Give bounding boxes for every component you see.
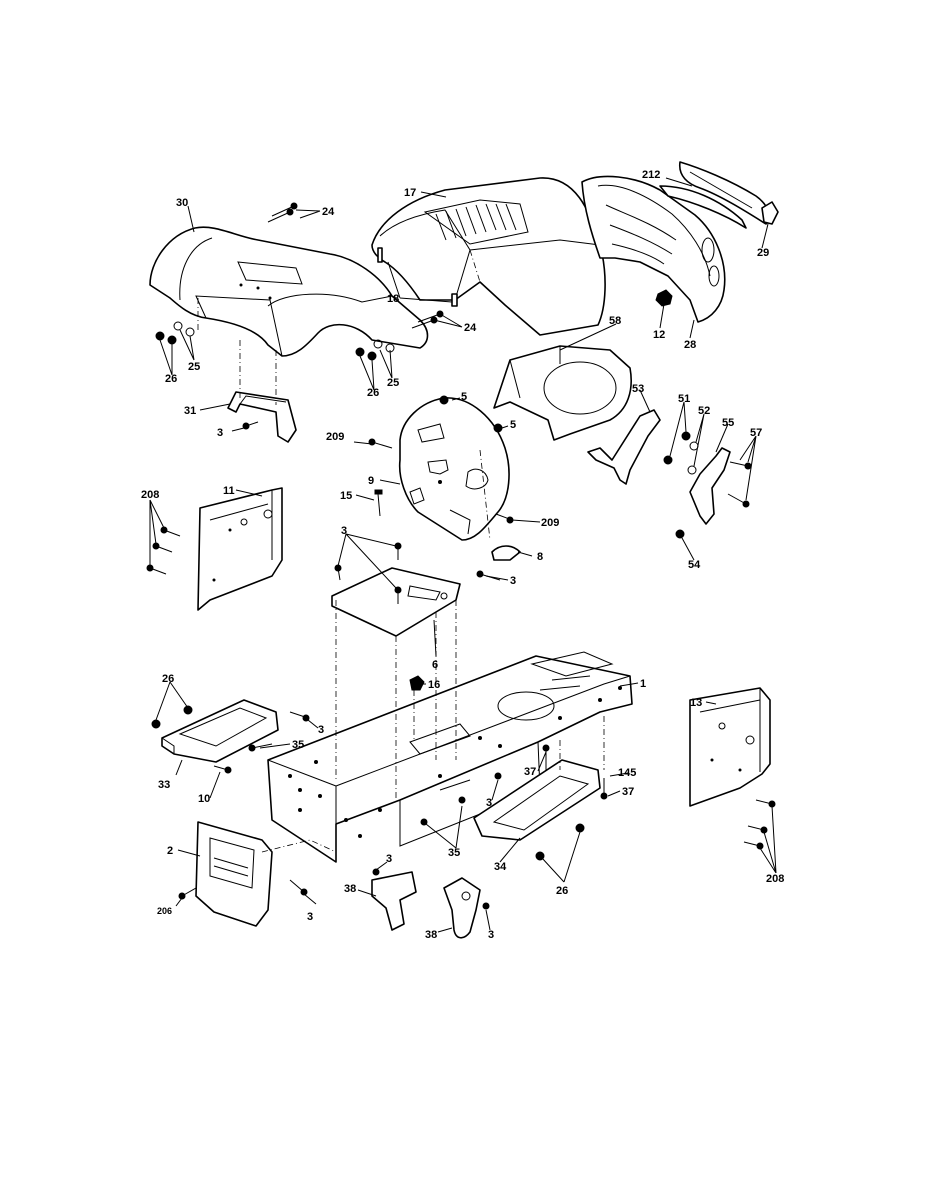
- label-34: 34: [494, 861, 507, 873]
- label-209-left: 209: [326, 431, 344, 443]
- label-51: 51: [678, 393, 690, 405]
- label-26-footrest-left: 26: [162, 673, 174, 685]
- bracket-31-part: [227, 391, 297, 443]
- label-10: 10: [198, 793, 210, 805]
- label-3-panel: 3: [307, 911, 313, 923]
- label-3-bracket-right: 3: [488, 929, 494, 941]
- label-30: 30: [176, 197, 188, 209]
- side-panel-13-part: [689, 687, 771, 807]
- label-18: 18: [387, 293, 399, 305]
- front-panel-part: [195, 821, 273, 927]
- label-35-left: 35: [292, 739, 304, 751]
- label-6: 6: [432, 659, 438, 671]
- label-209-right: 209: [541, 517, 559, 529]
- part-labels: 1 2 3 5 5 6 8 9 10 11 12 13 15 16 17 18 …: [141, 169, 784, 941]
- label-29: 29: [757, 247, 769, 259]
- label-37-right: 37: [622, 786, 634, 798]
- center-lines: [197, 298, 605, 853]
- label-3-bracket-left: 3: [386, 853, 392, 865]
- label-3-mid: 3: [486, 797, 492, 809]
- label-3-clamp: 3: [510, 575, 516, 587]
- label-3-31: 3: [217, 427, 223, 439]
- heat-shield-part: [493, 345, 632, 441]
- label-26-right: 26: [367, 387, 379, 399]
- label-16: 16: [428, 679, 440, 691]
- leader-lines: [149, 177, 777, 933]
- fender-part: [149, 226, 429, 357]
- label-37-left: 37: [524, 766, 536, 778]
- label-208-right: 208: [766, 873, 784, 885]
- label-31: 31: [184, 405, 196, 417]
- label-206: 206: [157, 906, 172, 916]
- label-24-top: 24: [322, 206, 335, 218]
- label-38-right: 38: [425, 929, 437, 941]
- bracket-53-part: [587, 409, 661, 485]
- label-208-left: 208: [141, 489, 159, 501]
- label-28: 28: [684, 339, 696, 351]
- label-17: 17: [404, 187, 416, 199]
- label-54: 54: [688, 559, 701, 571]
- label-3-footrest: 3: [318, 724, 324, 736]
- label-35-bottom: 35: [448, 847, 460, 859]
- label-25-right: 25: [387, 377, 399, 389]
- side-panel-11-part: [197, 487, 283, 611]
- label-212: 212: [642, 169, 660, 181]
- label-25-left: 25: [188, 361, 200, 373]
- footrest-33-part: [161, 699, 279, 763]
- dash-panel-part: [398, 397, 510, 541]
- label-52: 52: [698, 405, 710, 417]
- label-58: 58: [609, 315, 621, 327]
- label-9: 9: [368, 475, 374, 487]
- bracket-55-part: [689, 447, 731, 525]
- frame-part: [267, 651, 633, 863]
- label-8: 8: [537, 551, 543, 563]
- grille-part: [581, 161, 770, 323]
- label-26-left: 26: [165, 373, 177, 385]
- label-2: 2: [167, 845, 173, 857]
- label-26-footrest-right: 26: [556, 885, 568, 897]
- label-13: 13: [690, 697, 702, 709]
- label-5-top: 5: [461, 391, 467, 403]
- label-1: 1: [640, 678, 646, 690]
- footrest-34-part: [473, 759, 601, 841]
- bracket-38-left-part: [371, 871, 417, 931]
- hood-part: [371, 177, 606, 336]
- label-11: 11: [223, 485, 235, 497]
- label-53: 53: [632, 383, 644, 395]
- plate-part: [331, 567, 461, 637]
- label-57: 57: [750, 427, 762, 439]
- bracket-38-right-part: [443, 877, 481, 939]
- label-33: 33: [158, 779, 170, 791]
- label-145: 145: [618, 767, 636, 779]
- label-38-left: 38: [344, 883, 356, 895]
- label-24-right: 24: [464, 322, 477, 334]
- label-15: 15: [340, 490, 352, 502]
- label-3-plate: 3: [341, 525, 347, 537]
- label-55: 55: [722, 417, 734, 429]
- label-12: 12: [653, 329, 665, 341]
- label-5-right: 5: [510, 419, 516, 431]
